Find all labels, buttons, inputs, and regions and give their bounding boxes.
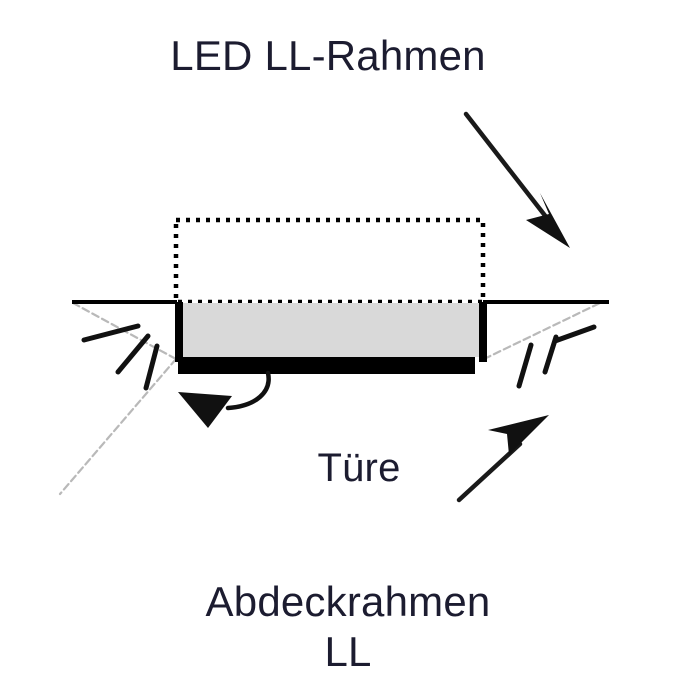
led-ll-rahmen-outline: [173, 217, 486, 305]
light-ray-left-2: [115, 333, 151, 375]
light-ray-left-1: [81, 323, 141, 343]
label-ture: Türe: [317, 446, 401, 490]
abdeckrahmen-ll-bar: [178, 357, 475, 374]
curved-arrow-shaft: [225, 370, 271, 411]
arrow-to-cover-frame: [456, 415, 549, 503]
light-burst-right: [516, 324, 597, 389]
arrow-to-led-frame-shaft: [463, 111, 553, 225]
arrow-to-led-frame: [463, 111, 570, 248]
guide-line-right: [482, 301, 602, 361]
ture-right-post: [479, 302, 487, 362]
label-abdeckrahmen: Abdeckrahmen: [205, 578, 491, 625]
light-ray-left-3: [143, 343, 160, 391]
curved-arrow-head: [178, 392, 232, 428]
ture-panel-fill: [180, 303, 480, 357]
label-abdeckrahmen-ll-suffix: LL: [324, 628, 372, 675]
arrow-to-led-frame-head: [526, 193, 570, 248]
label-led-ll-rahmen: LED LL-Rahmen: [170, 32, 486, 79]
light-ray-right-1: [516, 342, 534, 389]
arrow-to-cover-frame-head: [488, 415, 549, 455]
light-ray-right-3: [552, 324, 597, 344]
curved-arrow-to-cover-frame: [178, 370, 271, 428]
guide-line-left-lower: [58, 357, 178, 496]
ture-left-post: [175, 302, 183, 362]
light-burst-left: [81, 323, 160, 391]
